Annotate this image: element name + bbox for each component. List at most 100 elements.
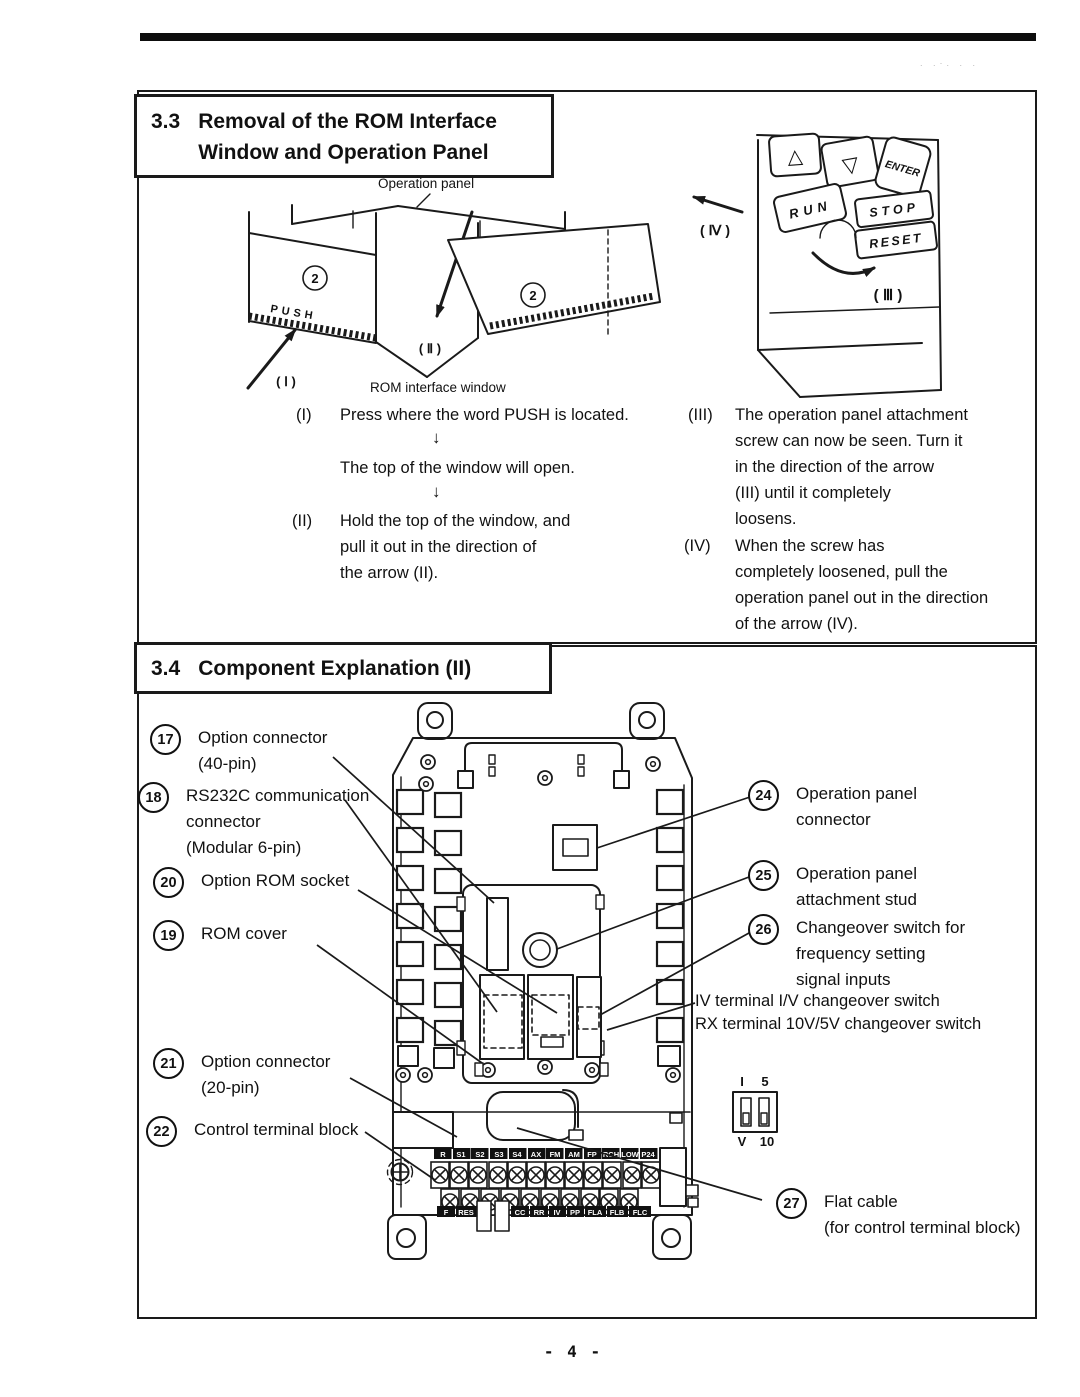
push-label: PUSH bbox=[270, 303, 318, 323]
changeover-switch-block bbox=[576, 976, 602, 1058]
callout-22-badge: 22 bbox=[146, 1116, 177, 1147]
svg-text:F: F bbox=[444, 1208, 449, 1217]
svg-text:PP: PP bbox=[570, 1208, 580, 1217]
callout-17-text: Option connector (40-pin) bbox=[198, 728, 328, 773]
svg-text:CC: CC bbox=[515, 1208, 526, 1217]
svg-text:P24: P24 bbox=[641, 1150, 655, 1159]
callout-26-badge: 26 bbox=[748, 914, 779, 945]
section-3-3-title-line2: Window and Operation Panel bbox=[198, 141, 489, 164]
leader-lines bbox=[316, 756, 763, 1201]
step-2-label: (II) bbox=[292, 512, 313, 530]
svg-text:▽: ▽ bbox=[841, 153, 862, 179]
callout-19-text: ROM cover bbox=[201, 924, 287, 943]
dip-switch-icon: I 5 V 10 bbox=[732, 1074, 778, 1149]
callout-26: 26 Changeover switch for frequency setti… bbox=[748, 914, 965, 993]
callout-19-badge: 19 bbox=[153, 920, 184, 951]
svg-text:10: 10 bbox=[760, 1134, 774, 1149]
step-1-label: (I) bbox=[296, 406, 312, 424]
turn-screw-arrow bbox=[811, 251, 876, 278]
pull-direction-arrow bbox=[435, 210, 474, 318]
step-3-label: (III) bbox=[688, 406, 713, 424]
svg-text:S2: S2 bbox=[475, 1150, 484, 1159]
earth-screw bbox=[386, 1158, 414, 1186]
svg-text:LOW: LOW bbox=[621, 1150, 639, 1159]
operation-panel-figure: △ ▽ ENTER RUN STOP RESET ( Ⅲ ) ( Ⅳ ) bbox=[692, 132, 942, 398]
callout-22: 22 Control terminal block bbox=[146, 1116, 358, 1147]
arrow-i-label: ( Ⅰ ) bbox=[276, 374, 296, 389]
key-enter: ENTER bbox=[874, 136, 932, 198]
step-4: (IV) When the screw has completely loose… bbox=[684, 533, 1029, 637]
callout-20: 20 Option ROM socket bbox=[153, 867, 349, 898]
svg-text:S4: S4 bbox=[512, 1150, 522, 1159]
callout-19: 19 ROM cover bbox=[153, 920, 287, 951]
callout-25-badge: 25 bbox=[748, 860, 779, 891]
svg-text:I: I bbox=[740, 1074, 744, 1089]
terminal-labels-bottom: F RES CC RR IV PP FLA FLB FLC bbox=[437, 1206, 651, 1217]
flow-arrow-2: ↓ bbox=[432, 482, 441, 501]
svg-text:S3: S3 bbox=[494, 1150, 503, 1159]
svg-text:S1: S1 bbox=[456, 1150, 465, 1159]
svg-text:FLC: FLC bbox=[633, 1208, 648, 1217]
callout-27-text: Flat cable (for control terminal block) bbox=[824, 1192, 1021, 1237]
step-4-text: When the screw has completely loosened, … bbox=[735, 537, 989, 633]
push-direction-arrow bbox=[246, 328, 297, 390]
key-reset: RESET bbox=[854, 220, 938, 260]
rom-window-removal-figure: 2 PUSH ( Ⅱ ) 2 ( Ⅰ ) ROM interface windo… bbox=[246, 193, 661, 395]
callout-17-badge: 17 bbox=[150, 724, 181, 755]
svg-text:V: V bbox=[738, 1134, 747, 1149]
svg-text:RR: RR bbox=[534, 1208, 545, 1217]
pcb-diagram: R S1 S2 S3 S4 AX FM AM FP RCH LOW P24 bbox=[316, 702, 778, 1260]
key-up: △ bbox=[768, 132, 822, 178]
step-4-label: (IV) bbox=[684, 537, 711, 555]
callout-20-text: Option ROM socket bbox=[201, 871, 350, 890]
pull-panel-arrow bbox=[692, 195, 744, 214]
section-3-4-number: 3.4 bbox=[151, 656, 181, 680]
iv-terminal-note: IV terminal I/V changeover switch bbox=[695, 992, 940, 1010]
callout-18-text: RS232C communication connector (Modular … bbox=[186, 786, 370, 857]
badge-2-right: 2 bbox=[520, 282, 546, 308]
callout-20-badge: 20 bbox=[153, 867, 184, 898]
terminal-screw-row-top bbox=[430, 1161, 661, 1189]
svg-text:2: 2 bbox=[311, 271, 318, 286]
step-3-text: The operation panel attachment screw can… bbox=[735, 406, 968, 528]
callout-21-badge: 21 bbox=[153, 1048, 184, 1079]
callout-21: 21 Option connector (20-pin) bbox=[153, 1048, 330, 1101]
step-1-result: The top of the window will open. bbox=[340, 459, 575, 477]
callout-25-text: Operation panel attachment stud bbox=[796, 864, 917, 909]
flow-arrow-1: ↓ bbox=[432, 428, 441, 447]
svg-text:STOP: STOP bbox=[869, 200, 920, 220]
scan-noise: . .·. . . bbox=[920, 58, 980, 68]
operation-panel-connector bbox=[552, 824, 598, 871]
svg-text:FM: FM bbox=[550, 1150, 561, 1159]
section-3-4-title: Component Explanation (II) bbox=[198, 656, 472, 680]
svg-text:FLA: FLA bbox=[588, 1208, 603, 1217]
callout-26-text: Changeover switch for frequency setting … bbox=[796, 918, 966, 989]
option-connector-40pin bbox=[486, 897, 509, 971]
page-number: - 4 - bbox=[543, 1342, 603, 1361]
callout-21-text: Option connector (20-pin) bbox=[201, 1052, 331, 1097]
svg-text:△: △ bbox=[787, 145, 804, 168]
top-rule bbox=[140, 33, 1036, 41]
callout-18-badge: 18 bbox=[138, 782, 169, 813]
rom-interface-window-label: ROM interface window bbox=[370, 380, 506, 395]
section-3-3-number: 3.3 bbox=[151, 110, 181, 133]
callout-24-badge: 24 bbox=[748, 780, 779, 811]
step-2: (II) Hold the top of the window, and pul… bbox=[292, 508, 682, 586]
svg-text:5: 5 bbox=[761, 1074, 768, 1089]
callout-24-text: Operation panel connector bbox=[796, 784, 917, 829]
section-3-3-header: 3.3 Removal of the ROM Interface Window … bbox=[134, 94, 554, 178]
rx-terminal-note: RX terminal 10V/5V changeover switch bbox=[695, 1015, 982, 1033]
arrow-ii-label: ( Ⅱ ) bbox=[419, 341, 441, 356]
svg-text:AX: AX bbox=[531, 1150, 541, 1159]
arrow-iii-label: ( Ⅲ ) bbox=[874, 287, 903, 304]
option-rom-socket-block bbox=[527, 974, 574, 1060]
svg-text:FLB: FLB bbox=[610, 1208, 625, 1217]
step-1: (I) Press where the word PUSH is located… bbox=[296, 402, 686, 428]
key-run: RUN bbox=[773, 183, 847, 233]
svg-text:R: R bbox=[440, 1150, 446, 1159]
callout-22-text: Control terminal block bbox=[194, 1120, 359, 1139]
arrow-iv-label: ( Ⅳ ) bbox=[700, 222, 730, 238]
flat-cable bbox=[486, 1089, 584, 1141]
callout-25: 25 Operation panel attachment stud bbox=[748, 860, 917, 913]
step-1-text: Press where the word PUSH is located. bbox=[340, 406, 629, 424]
